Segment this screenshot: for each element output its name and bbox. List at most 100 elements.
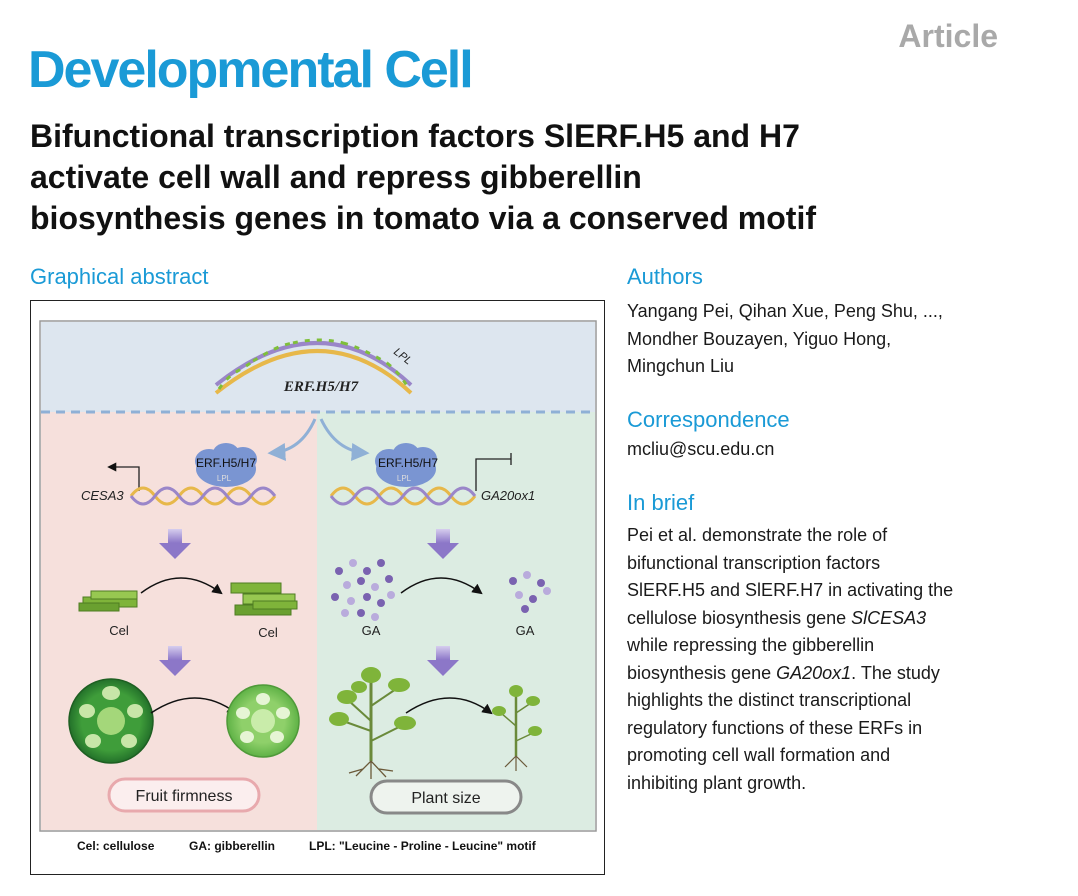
in-brief-line: bifunctional transcription factors — [627, 550, 1067, 578]
in-brief-heading: In brief — [627, 490, 695, 515]
dna-gene-label: ERF.H5/H7 — [283, 379, 359, 395]
gene-label-ga20ox1: GA20ox1 — [481, 488, 535, 503]
protein-sub-right: LPL — [397, 474, 412, 483]
repression-arrow — [475, 453, 512, 491]
authors-line[interactable]: Mondher Bouzayen, Yiguo Hong, — [627, 328, 892, 349]
dna-segment-right — [329, 486, 477, 506]
correspondence-email[interactable]: mcliu@scu.edu.cn — [627, 439, 775, 459]
tomato-fruit-soft — [226, 684, 300, 758]
in-brief-segment: inhibiting plant growth. — [627, 772, 807, 793]
in-brief-line: while repressing the gibberellin — [627, 632, 1067, 660]
ga-dot — [529, 595, 537, 603]
tomato-fruit-firm — [68, 678, 154, 764]
protein-sub-left: LPL — [217, 474, 232, 483]
ga-dot — [371, 583, 379, 591]
ga-dot — [371, 613, 379, 621]
in-brief-segment: Pei et al. demonstrate the role of — [627, 525, 888, 545]
split-arrow-right — [319, 418, 370, 462]
legend-lpl: LPL: "Leucine - Proline - Leucine" motif — [309, 839, 537, 853]
ga-dot — [543, 587, 551, 595]
journal-title[interactable]: Developmental Cell — [28, 41, 474, 99]
title-line: activate cell wall and repress gibberell… — [30, 159, 642, 195]
ga-label-right: GA — [516, 623, 535, 638]
graphical-abstract: ERF.H5/H7 LPL ERF.H5/H7 LPL CESA3 ERF — [30, 300, 605, 875]
cel-label-left: Cel — [109, 623, 129, 638]
protein-cloud-left — [195, 443, 257, 487]
cellulose-bundle-large — [230, 582, 298, 616]
in-brief-line: biosynthesis gene GA20ox1. The study — [627, 660, 1067, 688]
in-brief-segment: while repressing the gibberellin — [627, 635, 875, 655]
ga-dot — [357, 577, 365, 585]
ga-dot — [537, 579, 545, 587]
outcome-fruit-firmness: Fruit firmness — [136, 788, 233, 805]
ga-dot — [343, 581, 351, 589]
down-arrow — [427, 646, 459, 676]
in-brief-segment: biosynthesis gene — [627, 662, 777, 683]
in-brief-segment: SlERF.H5 and SlERF.H7 in activating the — [627, 580, 954, 600]
in-brief-segment: . The study — [851, 662, 940, 683]
ga-dot — [347, 597, 355, 605]
legend-ga: GA: gibberellin — [189, 839, 275, 853]
ga-dot — [377, 559, 385, 567]
in-brief-segment: bifunctional transcription factors — [627, 552, 881, 573]
split-arrow-left — [267, 418, 317, 462]
legend-cel: Cel: cellulose — [77, 839, 155, 853]
correspondence-heading: Correspondence — [627, 407, 790, 432]
in-brief-segment: cellulose biosynthesis gene — [627, 607, 852, 628]
ga-dot — [385, 575, 393, 583]
decrease-arrow-ga — [400, 577, 483, 595]
down-arrow — [159, 646, 191, 676]
down-arrow — [427, 529, 459, 559]
activation-arrow — [107, 462, 140, 491]
ga-dot — [341, 609, 349, 617]
authors-list: Yangang Pei, Qihan Xue, Peng Shu, ..., M… — [627, 298, 1047, 381]
ga-dot — [363, 593, 371, 601]
graphical-abstract-heading: Graphical abstract — [30, 264, 209, 289]
in-brief-segment: regulatory functions of these ERFs in — [627, 717, 923, 738]
ga-dot — [523, 571, 531, 579]
in-brief-line: highlights the distinct transcriptional — [627, 687, 1067, 715]
dna-segment-left — [129, 486, 277, 506]
authors-line[interactable]: Mingchun Liu — [627, 356, 735, 376]
in-brief-line: regulatory functions of these ERFs in — [627, 715, 1067, 743]
decrease-arrow-fruit — [150, 697, 238, 715]
down-arrow — [159, 529, 191, 559]
left-panel — [41, 412, 317, 830]
outcome-plant-size: Plant size — [411, 790, 480, 807]
ga-dot — [521, 605, 529, 613]
in-brief-segment: highlights the distinct transcriptional — [627, 690, 912, 710]
ga-dot — [357, 609, 365, 617]
gene-label-cesa3: CESA3 — [81, 488, 124, 503]
cel-label-right: Cel — [258, 625, 278, 640]
authors-heading: Authors — [627, 264, 703, 289]
plant-large — [329, 667, 416, 779]
in-brief-text: Pei et al. demonstrate the role of bifunc… — [627, 522, 1067, 797]
authors-line[interactable]: Yangang Pei, Qihan Xue, Peng Shu, ..., — [627, 301, 943, 321]
top-band — [41, 322, 595, 412]
ga-dot — [515, 591, 523, 599]
ga-dot — [509, 577, 517, 585]
title-line: Bifunctional transcription factors SlERF… — [30, 118, 800, 154]
ga-dot — [335, 567, 343, 575]
gene-name: SlCESA3 — [851, 607, 927, 628]
ga-dot — [363, 567, 371, 575]
dna-helix-arch — [214, 338, 413, 395]
in-brief-line: Pei et al. demonstrate the role of — [627, 522, 1067, 550]
ga-dots-few — [509, 571, 551, 613]
in-brief-line: inhibiting plant growth. — [627, 770, 1067, 798]
protein-cloud-right — [375, 443, 437, 487]
gene-name: GA20ox1 — [776, 662, 852, 683]
decrease-arrow-plant — [405, 697, 493, 715]
in-brief-line: promoting cell wall formation and — [627, 742, 1067, 770]
ga-dot — [377, 599, 385, 607]
in-brief-line: cellulose biosynthesis gene SlCESA3 — [627, 605, 1067, 633]
graphical-abstract-figure: ERF.H5/H7 LPL ERF.H5/H7 LPL CESA3 ERF — [39, 320, 597, 853]
protein-label-left: ERF.H5/H7 — [196, 456, 256, 470]
ga-dots-many — [331, 559, 395, 621]
cellulose-bundle-small — [78, 590, 138, 612]
increase-arrow-cel — [140, 577, 223, 595]
paper-title: Bifunctional transcription factors SlERF… — [30, 116, 1030, 239]
right-panel — [317, 412, 595, 830]
plant-small — [492, 685, 542, 771]
ga-dot — [349, 559, 357, 567]
